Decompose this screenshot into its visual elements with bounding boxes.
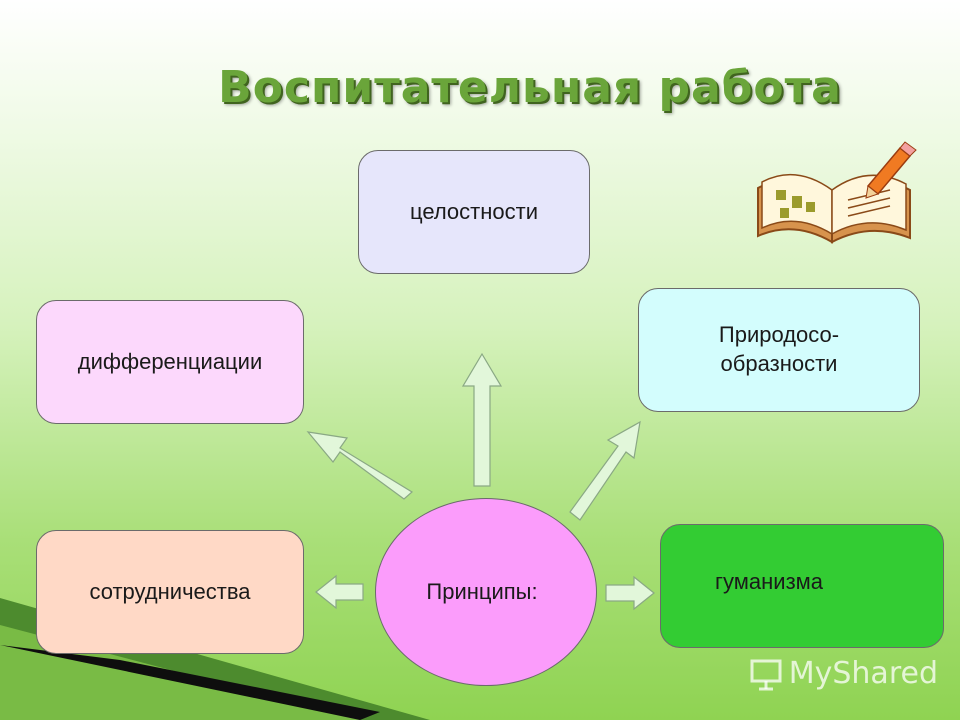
principle-humanism-box: гуманизма: [660, 524, 944, 648]
principles-center-node: Принципы:: [375, 498, 597, 686]
principle-integrity-box: целостности: [358, 150, 590, 274]
principle-differentiation-label: дифференциации: [77, 348, 263, 374]
arrow-right: [605, 575, 655, 611]
arrow-left: [315, 574, 364, 610]
principles-center-label: Принципы:: [426, 579, 538, 604]
principle-differentiation-box: дифференциации: [36, 300, 304, 424]
watermark-logo: MyShared: [749, 656, 938, 691]
arrow-up: [461, 352, 503, 487]
principle-integrity-label: целостности: [409, 198, 538, 224]
arrow-up-left: [306, 431, 414, 500]
arrow-up-right: [569, 420, 641, 521]
watermark-text: MyShared: [788, 656, 938, 691]
principle-nature-conformity-box: Природосо- образности: [638, 288, 920, 412]
page-title: Воспитательная работа: [218, 62, 842, 113]
presentation-icon: [750, 659, 782, 690]
principle-cooperation-box: сотрудничества: [36, 530, 304, 654]
open-book-with-pencil-icon: [757, 141, 917, 244]
principle-nature-conformity-label: Природосо- образности: [718, 322, 840, 376]
principle-cooperation-label: сотрудничества: [89, 578, 251, 604]
principle-humanism-label: гуманизма: [715, 568, 824, 594]
